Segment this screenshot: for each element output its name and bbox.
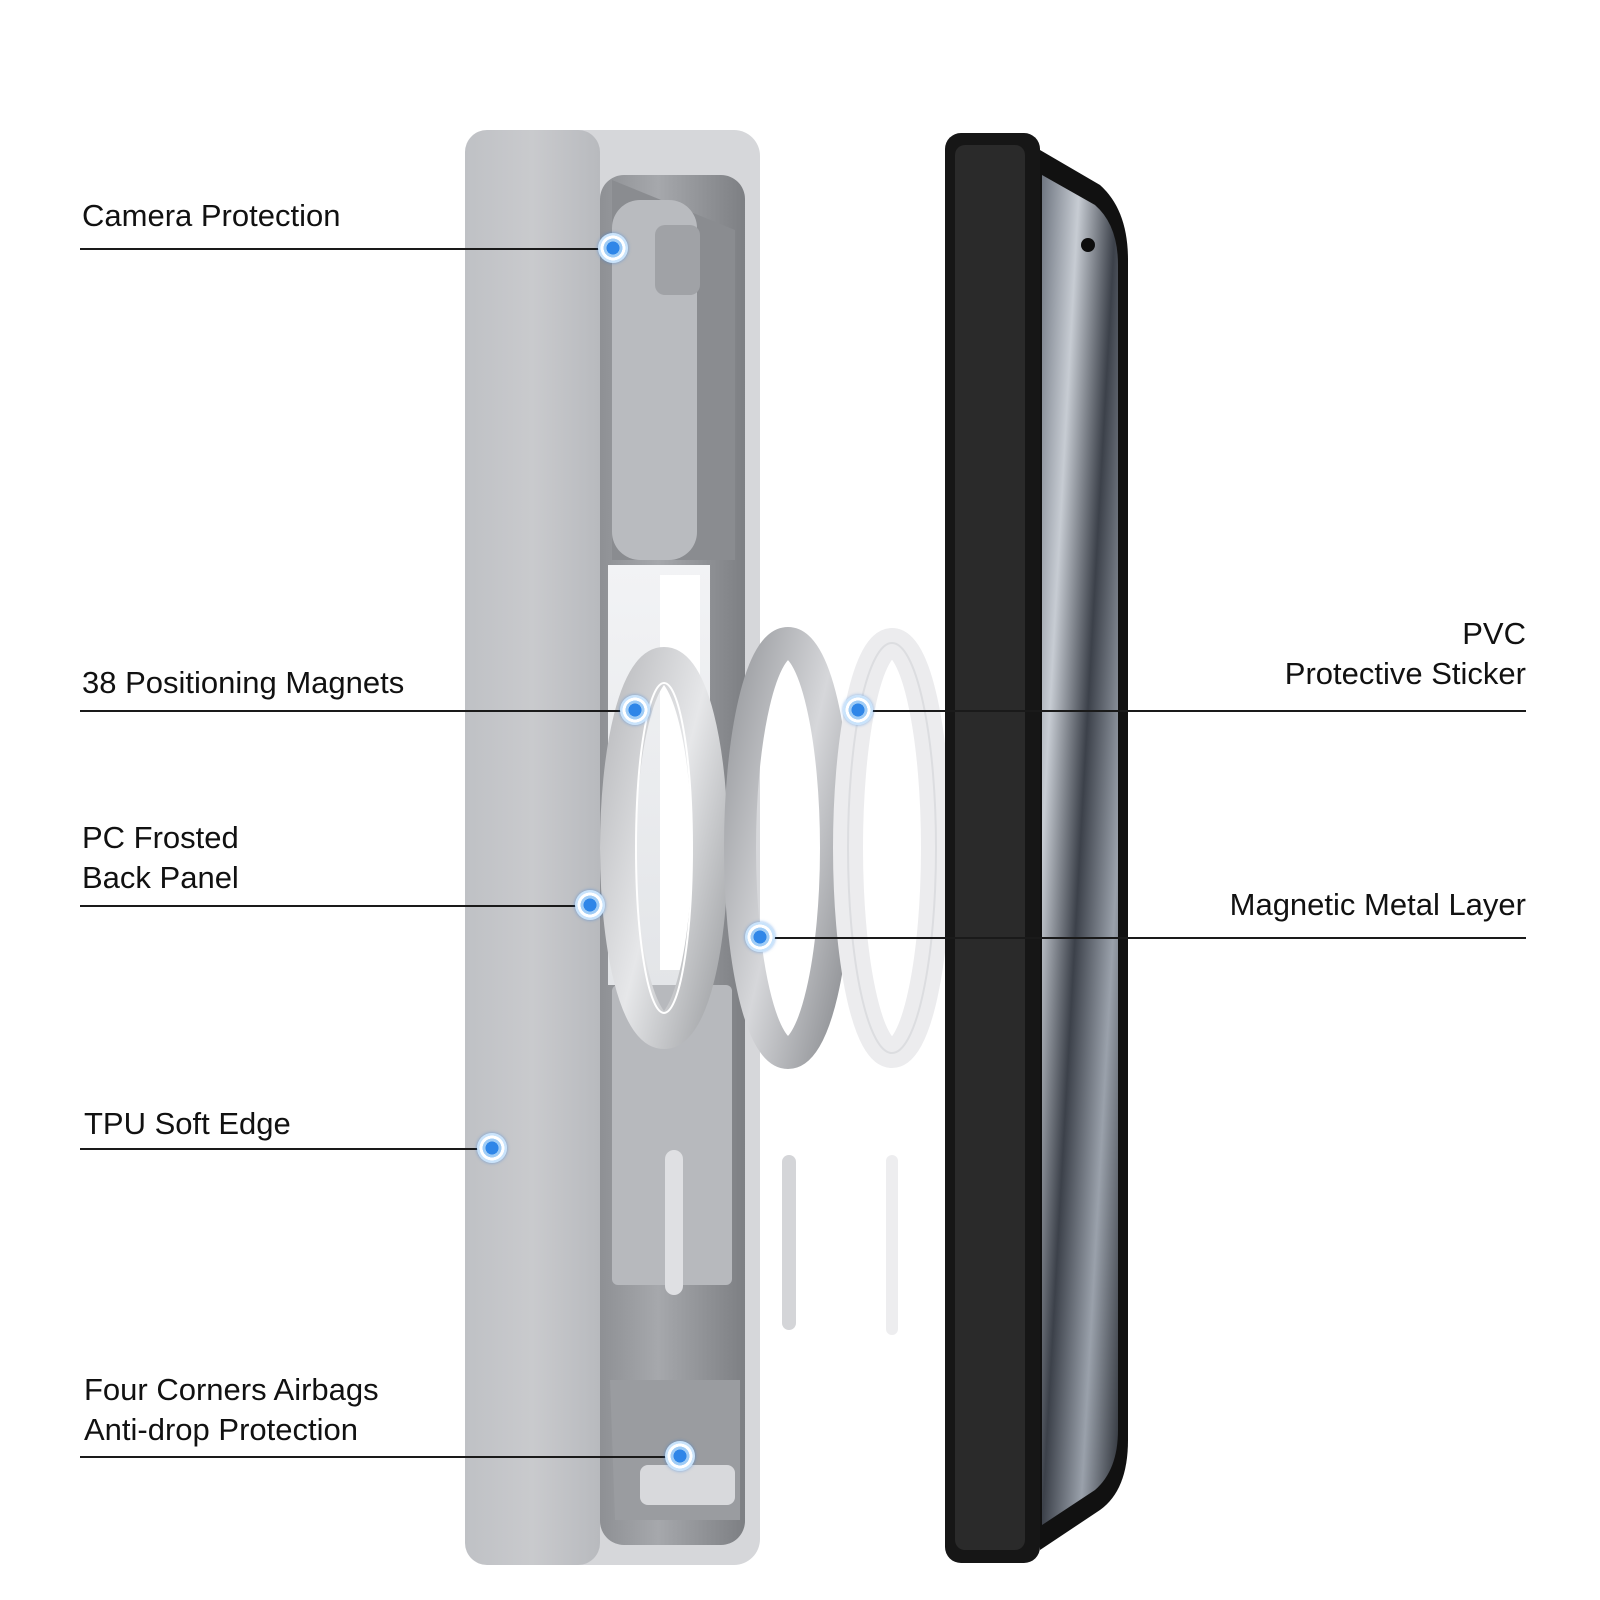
callout-text: Magnetic Metal Layer	[1229, 887, 1526, 922]
marker-dot	[575, 890, 605, 920]
callout-text: Back Panel	[82, 860, 239, 895]
callout-four-corners-airbags: Four Corners Airbags Anti-drop Protectio…	[84, 1370, 379, 1450]
leader-line	[80, 1456, 680, 1458]
leader-line	[80, 905, 590, 907]
marker-dot	[620, 695, 650, 725]
marker-dot	[477, 1133, 507, 1163]
leader-line	[760, 937, 1526, 939]
callout-positioning-magnets: 38 Positioning Magnets	[82, 663, 404, 703]
leader-line	[80, 248, 613, 250]
leader-line	[80, 710, 635, 712]
callout-tpu-soft-edge: TPU Soft Edge	[84, 1104, 291, 1144]
callout-camera-protection: Camera Protection	[82, 196, 340, 236]
leader-line	[80, 1148, 492, 1150]
callout-text: TPU Soft Edge	[84, 1106, 291, 1141]
phone-case	[465, 130, 760, 1565]
pvc-sticker-ring	[833, 628, 951, 1335]
marker-dot	[843, 695, 873, 725]
callout-magnetic-metal-layer: Magnetic Metal Layer	[1230, 885, 1526, 925]
callout-text: Camera Protection	[82, 198, 341, 233]
callout-pvc-protective-sticker: PVC Protective Sticker	[1285, 614, 1526, 694]
leader-line	[858, 710, 1526, 712]
marker-dot	[598, 233, 628, 263]
marker-dot	[665, 1441, 695, 1471]
phone	[945, 133, 1128, 1563]
callout-text: Four Corners Airbags	[84, 1372, 379, 1407]
marker-dot	[745, 922, 775, 952]
callout-text: PVC	[1462, 616, 1526, 651]
callout-text: PC Frosted	[82, 820, 239, 855]
callout-text: Protective Sticker	[1284, 656, 1526, 691]
callout-text: Anti-drop Protection	[84, 1412, 358, 1447]
callout-text: 38 Positioning Magnets	[82, 665, 405, 700]
callout-pc-frosted-back-panel: PC Frosted Back Panel	[82, 818, 239, 898]
